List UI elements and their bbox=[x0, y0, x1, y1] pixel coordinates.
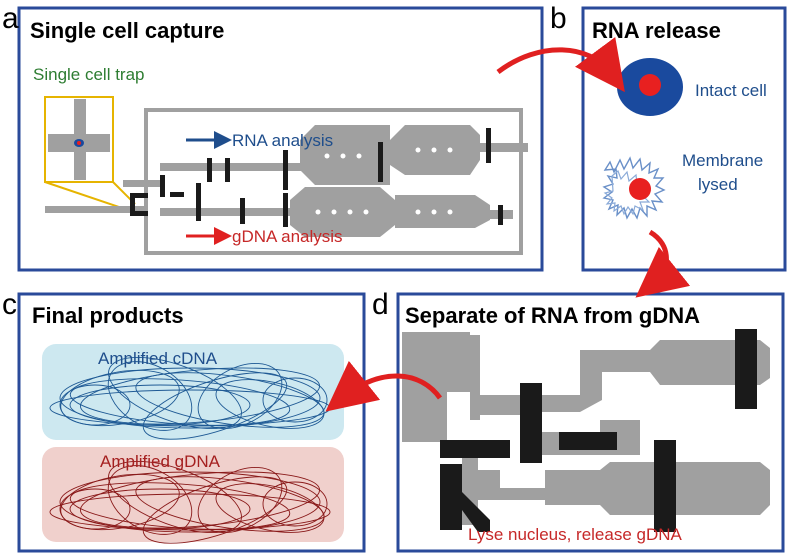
lysed-label-line2: lysed bbox=[698, 175, 738, 194]
intact-cell-label: Intact cell bbox=[695, 81, 767, 100]
panel-c: c Final products Amplified cDNA bbox=[2, 288, 366, 553]
panel-letter-a: a bbox=[2, 2, 19, 35]
intact-nucleus bbox=[639, 74, 661, 96]
rna-analysis-label: RNA analysis bbox=[232, 131, 333, 150]
panel-d: d Separate of RNA from gDNA bbox=[372, 288, 785, 553]
valves-a bbox=[130, 128, 503, 227]
lyse-nucleus-label: Lyse nucleus, release gDNA bbox=[468, 525, 683, 544]
rna-channel bbox=[160, 125, 528, 185]
panel-c-frame bbox=[17, 292, 366, 553]
panel-b-frame bbox=[581, 6, 787, 272]
lysed-nucleus bbox=[629, 178, 651, 200]
arrow-d-to-c bbox=[325, 360, 443, 412]
valves-d bbox=[440, 329, 757, 532]
arrow-a-to-b bbox=[496, 37, 625, 93]
panel-d-frame bbox=[396, 292, 785, 553]
lysed-label-line1: Membrane bbox=[682, 151, 763, 170]
panel-letter-c: c bbox=[2, 288, 17, 321]
panel-letter-d: d bbox=[372, 288, 389, 321]
panel-b-title: RNA release bbox=[592, 18, 721, 43]
panel-d-title: Separate of RNA from gDNA bbox=[405, 303, 700, 328]
panel-a-frame bbox=[17, 6, 544, 272]
single-cell-trap-label: Single cell trap bbox=[33, 65, 145, 84]
cdna-label: Amplified cDNA bbox=[98, 349, 218, 368]
panel-letter-b: b bbox=[550, 2, 567, 35]
panel-a-title: Single cell capture bbox=[30, 18, 224, 43]
arrow-b-to-d bbox=[635, 229, 691, 298]
cdna-tangle bbox=[49, 356, 331, 440]
gdna-label: Amplified gDNA bbox=[100, 452, 221, 471]
panel-a: a Single cell capture Single cell trap bbox=[2, 2, 544, 272]
gdna-tangle bbox=[49, 460, 331, 544]
gdna-analysis-label: gDNA analysis bbox=[232, 227, 343, 246]
lysed-cell bbox=[602, 156, 666, 220]
panel-c-title: Final products bbox=[32, 303, 184, 328]
panel-b: b RNA release Intact cell Membrane lysed bbox=[550, 2, 787, 272]
trap-inset bbox=[44, 96, 136, 211]
